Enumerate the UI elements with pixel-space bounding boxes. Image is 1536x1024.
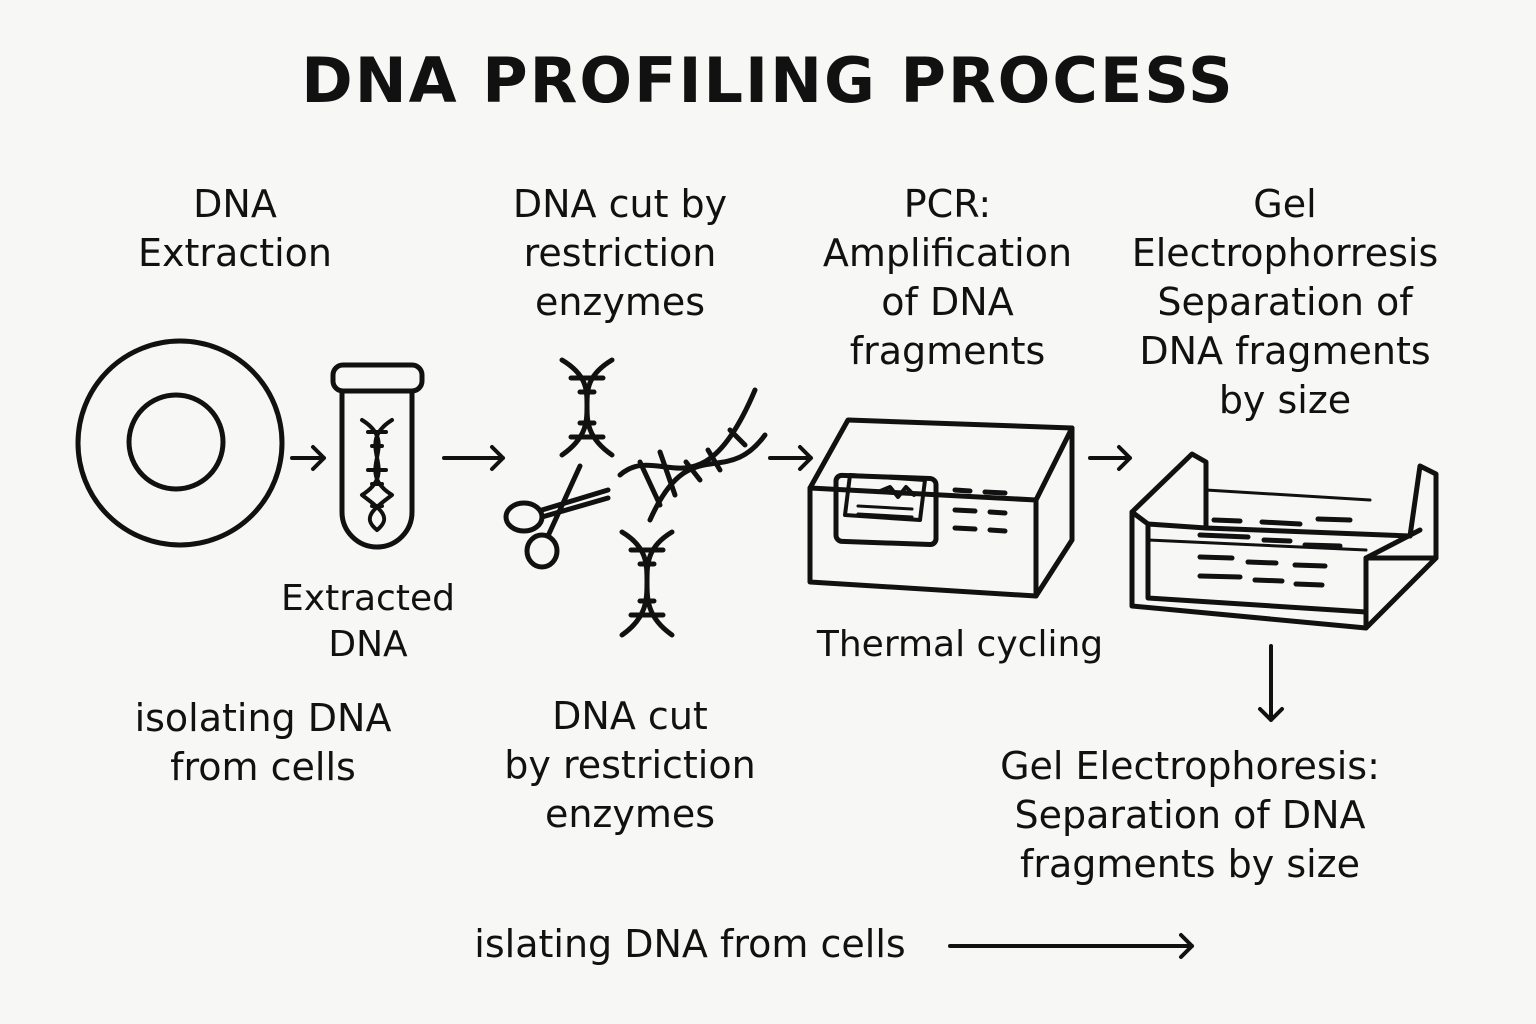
extraction-heading: DNA Extraction <box>138 182 332 275</box>
arrow-icon <box>290 445 326 471</box>
scissors-icon <box>503 463 611 570</box>
arrow-icon <box>768 445 813 471</box>
extraction-description: isolating DNA from cells <box>134 696 392 789</box>
thermal-cycler-icon <box>807 417 1075 599</box>
dna-helix-icon <box>559 357 615 458</box>
dna-helix-icon <box>619 529 675 638</box>
restriction-heading: DNA cut by restriction enzymes <box>512 182 728 324</box>
gel-tank-icon <box>1129 451 1439 631</box>
arrow-icon <box>948 933 1194 959</box>
arrow-icon <box>1088 445 1132 471</box>
gel-description: Gel Electrophoresis: Separation of DNA f… <box>1000 744 1380 886</box>
diagram-title: DNA PROFILING PROCESS <box>301 44 1235 117</box>
thermal-cycling-caption: Thermal cycling <box>816 624 1104 665</box>
test-tube-icon <box>330 362 425 550</box>
restriction-description: DNA cut by restriction enzymes <box>504 694 756 836</box>
cell-icon <box>75 338 285 548</box>
gel-heading: Gel Electrophorresis Separation of DNA f… <box>1131 182 1439 422</box>
dna-helix-icon <box>617 387 768 523</box>
pcr-heading: PCR: Amplification of DNA fragments <box>822 182 1073 373</box>
arrow-icon <box>442 445 505 471</box>
footer-caption: islating DNA from cells <box>474 922 906 966</box>
arrow-icon <box>1258 644 1284 722</box>
extracted-dna-caption: Extracted DNA <box>281 578 455 665</box>
